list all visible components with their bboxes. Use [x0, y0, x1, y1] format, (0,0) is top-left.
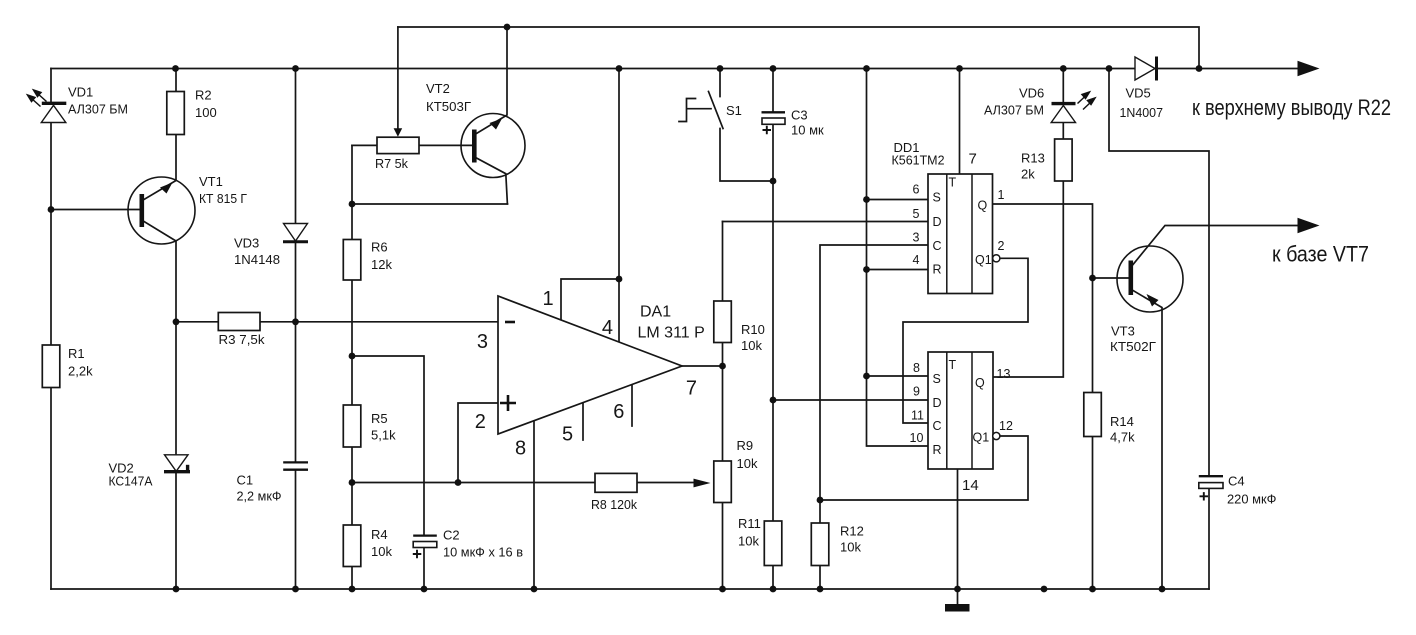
svg-text:10 мк: 10 мк	[791, 123, 824, 138]
svg-text:2,2 мкФ: 2,2 мкФ	[237, 489, 282, 504]
svg-text:D: D	[933, 396, 942, 410]
svg-text:12k: 12k	[371, 257, 392, 272]
svg-text:C: C	[933, 419, 942, 433]
svg-text:К561ТМ2: К561ТМ2	[892, 153, 945, 168]
svg-text:C3: C3	[791, 108, 808, 123]
svg-text:1N4148: 1N4148	[234, 252, 280, 267]
svg-text:4,7k: 4,7k	[1110, 430, 1135, 445]
svg-text:S1: S1	[726, 103, 742, 118]
svg-text:T: T	[949, 176, 957, 190]
svg-text:Q1: Q1	[973, 431, 990, 445]
svg-text:8: 8	[515, 438, 526, 460]
svg-text:1N4007: 1N4007	[1120, 105, 1164, 120]
svg-text:10k: 10k	[737, 456, 758, 471]
svg-text:10k: 10k	[840, 540, 861, 555]
svg-text:2,2k: 2,2k	[68, 364, 93, 379]
svg-text:100: 100	[195, 105, 217, 120]
svg-text:к базе VT7: к базе VT7	[1272, 242, 1369, 267]
svg-text:VT3: VT3	[1111, 324, 1135, 339]
svg-text:1: 1	[543, 288, 554, 310]
svg-text:C4: C4	[1228, 474, 1245, 489]
svg-text:8: 8	[913, 361, 920, 375]
svg-text:КТ502Г: КТ502Г	[1110, 339, 1156, 354]
svg-text:R6: R6	[371, 240, 388, 255]
svg-text:D: D	[933, 215, 942, 229]
svg-text:C: C	[933, 239, 942, 253]
svg-text:S: S	[933, 191, 941, 205]
svg-text:5: 5	[913, 207, 920, 221]
svg-text:12: 12	[999, 419, 1013, 433]
svg-text:DA1: DA1	[640, 304, 671, 321]
svg-text:3: 3	[477, 331, 488, 353]
svg-text:R5: R5	[371, 411, 388, 426]
svg-text:Q: Q	[975, 376, 985, 390]
svg-text:КТ503Г: КТ503Г	[426, 99, 471, 114]
svg-text:к верхнему выводу R22: к верхнему выводу R22	[1192, 95, 1391, 120]
svg-text:АЛ307 БМ: АЛ307 БМ	[68, 102, 128, 117]
svg-text:Q1: Q1	[975, 253, 992, 267]
svg-text:10k: 10k	[738, 534, 759, 549]
svg-text:R13: R13	[1021, 151, 1045, 166]
svg-text:7: 7	[969, 151, 977, 168]
svg-text:R4: R4	[371, 527, 388, 542]
svg-text:VD5: VD5	[1126, 86, 1151, 101]
svg-text:5: 5	[562, 423, 573, 445]
svg-text:R9: R9	[737, 438, 754, 453]
svg-text:КС147А: КС147А	[109, 474, 153, 489]
svg-text:R1: R1	[68, 346, 85, 361]
svg-text:R10: R10	[741, 322, 765, 337]
svg-text:КТ 815 Г: КТ 815 Г	[199, 191, 247, 206]
svg-text:C2: C2	[443, 528, 460, 543]
svg-text:13: 13	[997, 367, 1011, 381]
svg-text:3: 3	[913, 231, 920, 245]
svg-text:10 мкФ х 16 в: 10 мкФ х 16 в	[443, 545, 523, 560]
svg-text:R: R	[933, 263, 942, 277]
svg-text:7: 7	[686, 377, 697, 399]
svg-text:R14: R14	[1110, 414, 1134, 429]
svg-text:VT1: VT1	[199, 174, 223, 189]
svg-text:10: 10	[910, 431, 924, 445]
svg-text:220 мкФ: 220 мкФ	[1227, 492, 1277, 507]
svg-text:R2: R2	[195, 88, 212, 103]
svg-text:C1: C1	[237, 473, 254, 488]
svg-text:6: 6	[613, 401, 624, 423]
svg-text:14: 14	[962, 477, 979, 494]
svg-text:S: S	[933, 372, 941, 386]
svg-text:4: 4	[602, 317, 613, 339]
svg-text:2: 2	[475, 411, 486, 433]
svg-text:9: 9	[913, 385, 920, 399]
svg-text:VD1: VD1	[68, 85, 93, 100]
svg-text:VD2: VD2	[109, 461, 134, 476]
svg-text:T: T	[949, 358, 957, 372]
svg-text:VD3: VD3	[234, 236, 259, 251]
svg-text:R: R	[933, 443, 942, 457]
svg-text:5,1k: 5,1k	[371, 428, 396, 443]
svg-text:Q: Q	[978, 199, 988, 213]
svg-text:R8 120k: R8 120k	[591, 497, 637, 512]
svg-text:R11: R11	[738, 516, 761, 531]
svg-text:R3 7,5k: R3 7,5k	[219, 332, 266, 347]
svg-text:1: 1	[998, 188, 1005, 202]
svg-text:VD6: VD6	[1019, 86, 1044, 101]
svg-text:2: 2	[998, 239, 1005, 253]
svg-text:R7 5k: R7 5k	[375, 156, 408, 171]
svg-text:DD1: DD1	[894, 140, 920, 155]
svg-text:10k: 10k	[741, 338, 762, 353]
svg-text:АЛ307 БМ: АЛ307 БМ	[984, 103, 1044, 118]
svg-text:4: 4	[913, 253, 920, 267]
svg-text:10k: 10k	[371, 544, 392, 559]
svg-text:6: 6	[913, 183, 920, 197]
svg-text:2k: 2k	[1021, 167, 1035, 182]
svg-text:LM 311 P: LM 311 P	[638, 325, 705, 342]
svg-text:VT2: VT2	[426, 81, 450, 96]
svg-text:R12: R12	[840, 524, 864, 539]
svg-text:11: 11	[911, 409, 924, 423]
